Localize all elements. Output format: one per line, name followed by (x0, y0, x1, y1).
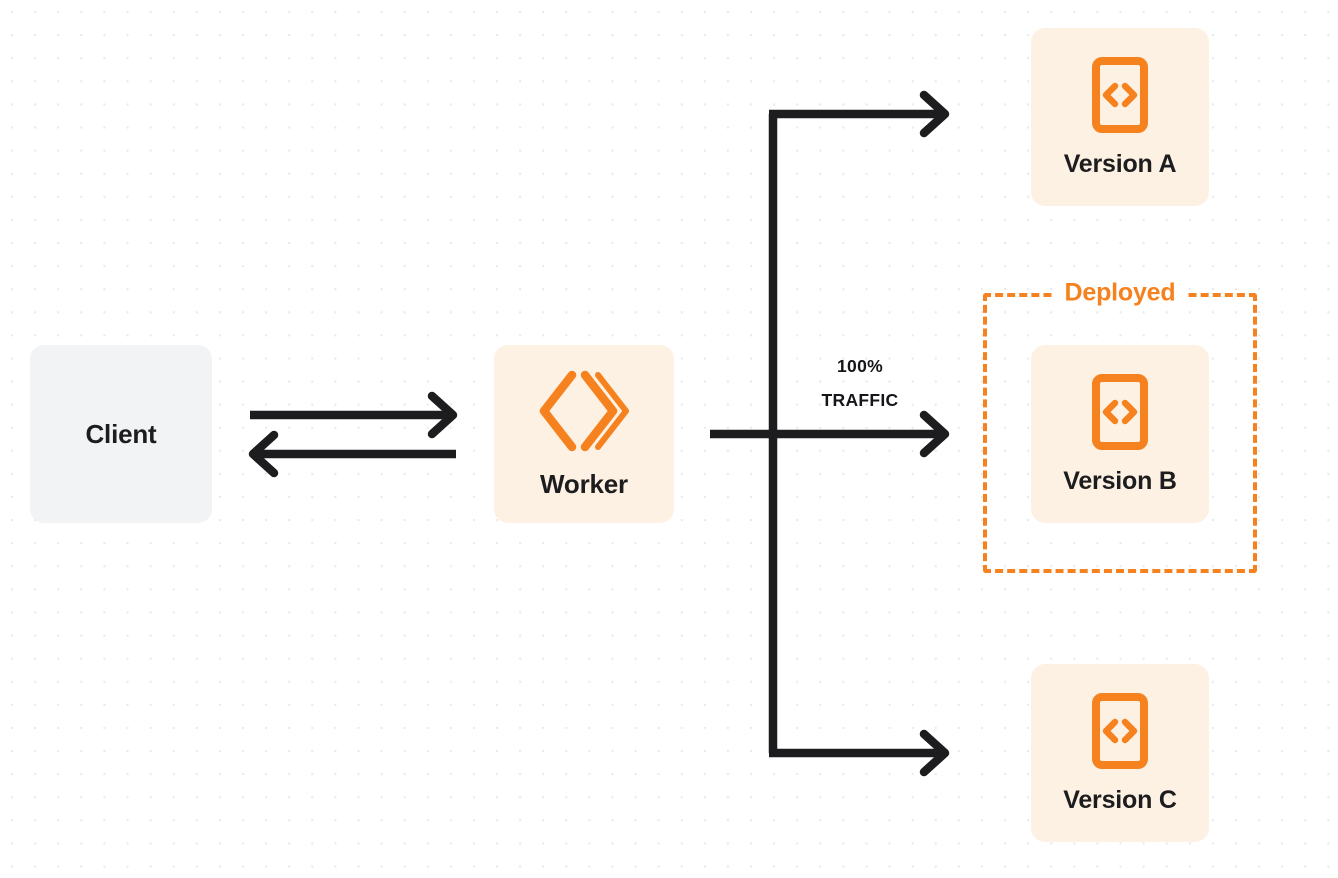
edge-client-to-worker (250, 391, 458, 439)
edge-worker-to-version-a (769, 90, 950, 138)
node-version-b[interactable]: Version B (1031, 345, 1209, 523)
node-version-a[interactable]: Version A (1031, 28, 1209, 206)
deployed-frame: Deployed (983, 280, 1257, 573)
node-version-c-label: Version C (1063, 785, 1177, 814)
code-file-icon (1091, 56, 1149, 134)
traffic-word: TRAFFIC (821, 389, 899, 410)
code-file-icon (1091, 373, 1149, 451)
edge-worker-to-client (248, 430, 456, 478)
node-client-label: Client (85, 418, 157, 449)
node-client[interactable]: Client (30, 345, 212, 523)
node-version-c[interactable]: Version C (1031, 664, 1209, 842)
code-file-icon (1091, 692, 1149, 770)
node-version-a-label: Version A (1063, 149, 1177, 178)
traffic-percent: 100% (837, 356, 883, 376)
edge-worker-to-version-b (710, 410, 950, 458)
edge-worker-to-version-c (769, 729, 950, 777)
deployed-badge: Deployed (1055, 280, 1185, 306)
node-worker[interactable]: Worker (494, 345, 674, 523)
traffic-label: 100% TRAFFIC (800, 350, 920, 417)
cloudflare-workers-logo-icon (538, 369, 630, 453)
node-worker-label: Worker (540, 468, 628, 499)
node-version-b-label: Version B (1063, 466, 1177, 495)
